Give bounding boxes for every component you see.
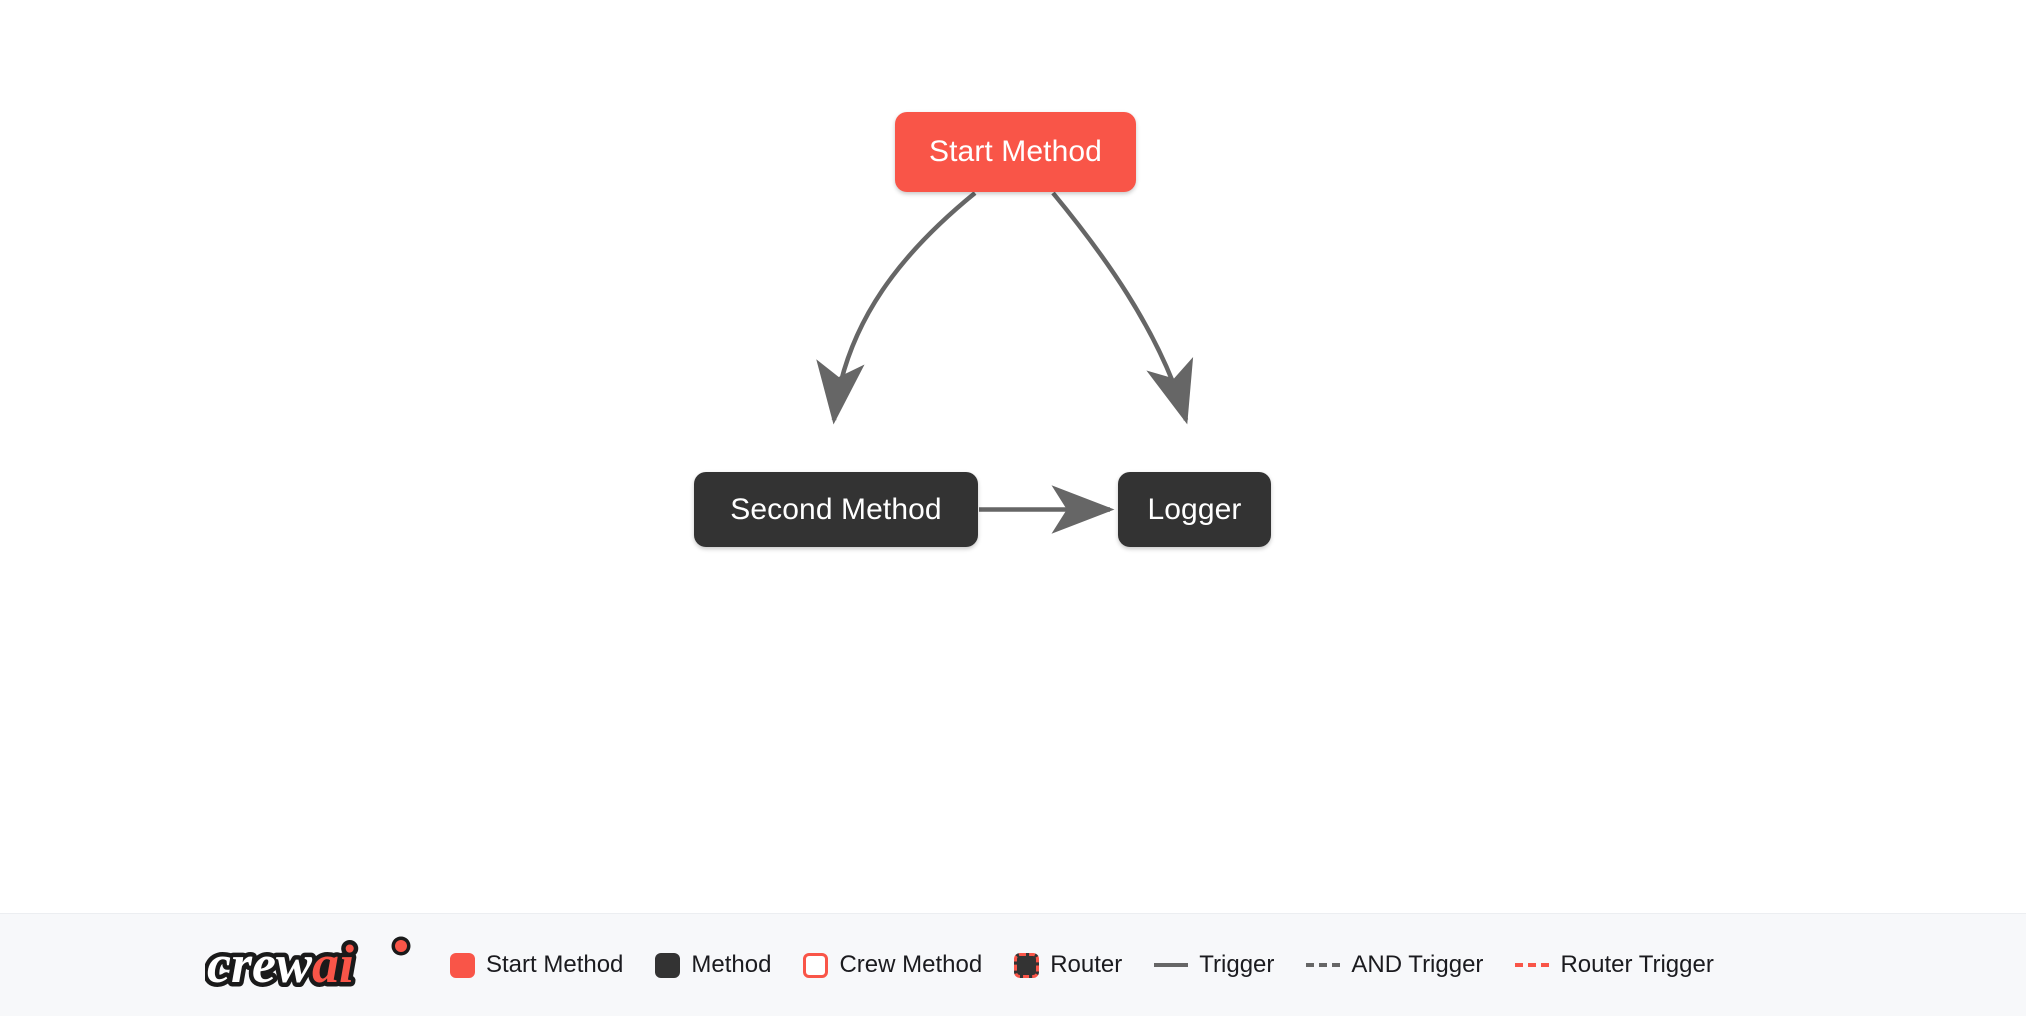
crewai-logo-dot [395, 940, 407, 952]
crew-method-swatch-icon [803, 952, 829, 978]
legend-label: Trigger [1199, 951, 1275, 978]
legend-item-router: Router [1014, 951, 1123, 978]
flow-node-logger[interactable]: Logger [1118, 472, 1271, 547]
legend-item-crew-method: Crew Method [803, 951, 983, 978]
legend-label: Crew Method [839, 951, 983, 978]
start-method-swatch-icon [450, 952, 475, 978]
edge-start-to-logger [1051, 191, 1194, 425]
legend-item-method: Method [655, 951, 772, 978]
legend-item-router-trigger: Router Trigger [1515, 951, 1714, 978]
flow-node-label: Start Method [929, 135, 1102, 168]
flow-node-label: Logger [1147, 492, 1242, 526]
router-trigger-line-icon [1515, 963, 1550, 967]
legend-item-and-trigger: AND Trigger [1306, 953, 1483, 977]
legend-label: AND Trigger [1351, 951, 1484, 978]
edge-layer [816, 191, 1194, 534]
flow-canvas[interactable]: Start Method Second Method Logger [0, 0, 2026, 913]
trigger-line-icon [1154, 963, 1189, 967]
legend-label: Router [1050, 951, 1123, 978]
flow-node-start-method[interactable]: Start Method [895, 112, 1136, 192]
legend-bar: crewai crew crewai Start Method Method C… [0, 913, 2026, 1016]
legend-label: Router Trigger [1560, 951, 1714, 978]
legend-label: Method [691, 951, 772, 978]
legend-label: Start Method [486, 951, 624, 978]
crewai-logo-outline: crewai [207, 934, 354, 994]
crewai-logo-crew: crew [207, 934, 313, 994]
and-trigger-line-icon [1306, 963, 1341, 967]
edge-start-to-second [816, 191, 977, 425]
legend-item-trigger: Trigger [1154, 953, 1274, 977]
router-swatch-icon [1014, 952, 1040, 978]
crewai-logo-ai: ai [312, 934, 354, 994]
crewai-logo: crewai crew crewai [205, 934, 411, 996]
svg-text:crewai: crewai [207, 934, 354, 994]
flow-node-label: Second Method [730, 492, 942, 526]
flow-node-second-method[interactable]: Second Method [694, 472, 978, 547]
method-swatch-icon [655, 952, 681, 978]
legend-items: Start Method Method Crew Method Router T… [450, 951, 1714, 978]
legend-item-start-method: Start Method [450, 951, 624, 978]
